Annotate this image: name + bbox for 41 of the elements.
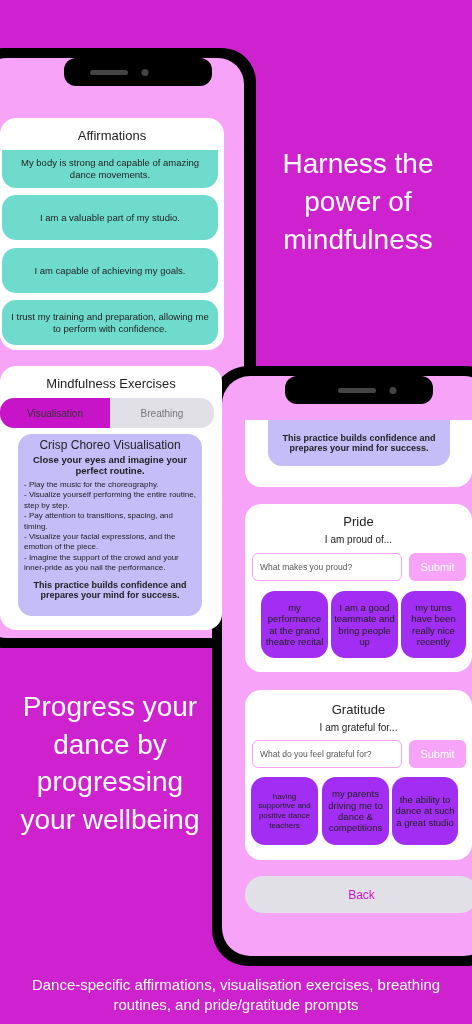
exercise-card	[18, 434, 202, 616]
affirmations-card	[0, 118, 224, 350]
card-title: Affirmations	[76, 128, 148, 143]
entry-chip: the ability to dance at such a great studio	[392, 777, 458, 845]
step-text: - Visualize yourself performing the entire routine, step by step.	[24, 490, 196, 512]
affirmation-card: I am a valuable part of my studio.	[2, 195, 218, 240]
affirmation-card: I trust my training and preparation, allowing me to perform with confidence.	[2, 300, 218, 345]
exercise-card: This practice builds confidence and prepares your mind for success.	[268, 420, 450, 466]
exercise-card	[245, 420, 472, 487]
entry-chip: my parents driving me to dance & competitions	[322, 777, 389, 845]
entry-chip: I am a good teammate and bring people up	[331, 591, 398, 658]
pride-card	[245, 504, 472, 672]
card-title: Crisp Choreo Visualisation	[38, 438, 182, 452]
caption: Dance-specific affirmations, visualisation exercises, breathing routines, and pride/gratitude prompts	[30, 975, 442, 1015]
back-button: Back	[245, 876, 472, 913]
card-title: Mindfulness Exercises	[45, 376, 177, 391]
headline: Harness the power of mindfulness	[281, 147, 435, 257]
affirmation-card: My body is strong and capable of amazing dance movements.	[2, 150, 218, 188]
submit-button: Submit	[409, 553, 466, 581]
step-text: - Visualize your facial expressions, and the emotion of the piece.	[24, 531, 177, 553]
exercises-card	[0, 366, 222, 630]
step-text: - Imagine the support of the crowd and your inner-pride as you nail the performance.	[24, 552, 180, 574]
submit-button: Submit	[409, 740, 466, 768]
input-field: What makes you proud?	[252, 553, 402, 581]
input-field: What do you feel grateful for?	[252, 740, 402, 768]
card-title: Gratitude	[330, 702, 387, 717]
instruction-text: Close your eyes and imagine your perfect routine.	[31, 454, 189, 476]
affirmation-card: I am capable of achieving my goals.	[2, 248, 218, 293]
headline: Progress your dance by progressing your wellbeing	[19, 690, 201, 837]
card-title: Pride	[342, 514, 375, 529]
entry-chip: my turns have been really nice recently	[401, 591, 466, 658]
prompt-text: I am proud of...	[323, 534, 394, 545]
entry-chip: my performance at the grand theatre recital	[261, 591, 328, 658]
step-text: - Play the music for the choreography.	[24, 480, 160, 491]
gratitude-card	[245, 690, 472, 860]
tab: Breathing	[110, 398, 214, 428]
step-text: - Pay attention to transitions, spacing, and timing.	[24, 511, 174, 532]
tab: Visualisation	[0, 398, 110, 428]
entry-chip: having supportive and positive dance teachers	[251, 777, 318, 845]
closing-text: This practice builds confidence and prepares your mind for success.	[32, 579, 188, 600]
prompt-text: I am grateful for...	[318, 722, 399, 733]
